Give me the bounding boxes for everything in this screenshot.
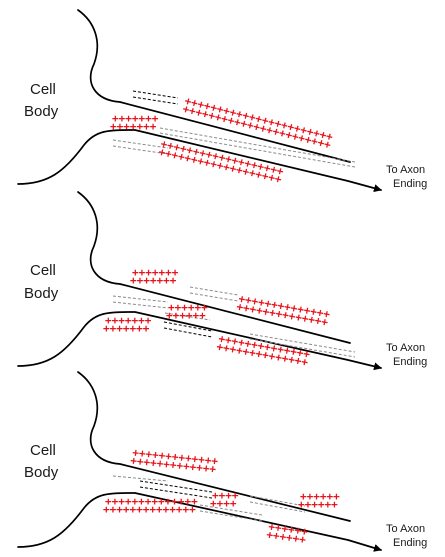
plus-row: ++++++++++++++ [103,503,196,516]
plus-row: ++++++ [298,498,338,511]
axon-ending-label-line1: To Axon [386,342,425,354]
cell-body-label-line1: Cell [30,262,56,279]
plus-row: ++++++ [166,309,206,322]
plus-row: +++++++ [110,120,157,133]
plus-row: ++++ [210,497,237,510]
cell-body-label-line1: Cell [30,81,56,98]
panel-3: Cell Body +++++++++++++ +++++++++++++ ++… [18,372,427,550]
panel-1: Cell Body +++++++++++++++++++++++ ++++++… [18,10,427,190]
plus-row: +++++++ [103,322,150,335]
axon-ending-label-line1: To Axon [386,523,425,535]
panel-2: Cell Body +++++++ +++++++ ++++++++++++++… [18,192,427,369]
cell-body-label-line1: Cell [30,442,56,459]
plus-row: +++++++ [130,274,177,287]
cell-body-label-line2: Body [24,285,59,302]
axon-ending-label-line2: Ending [393,537,427,549]
positive-charges: +++++++++++++ +++++++++++++ ++++ ++++ ++… [103,446,340,546]
axon-ending-label-line2: Ending [393,178,427,190]
axon-ending-label-line1: To Axon [386,164,425,176]
cell-body-label-line2: Body [24,464,59,481]
axon-ending-label-line2: Ending [393,356,427,368]
cell-body-label-line2: Body [24,103,59,120]
positive-charges: +++++++ +++++++ ++++++++++++++ +++++++++… [103,266,331,369]
